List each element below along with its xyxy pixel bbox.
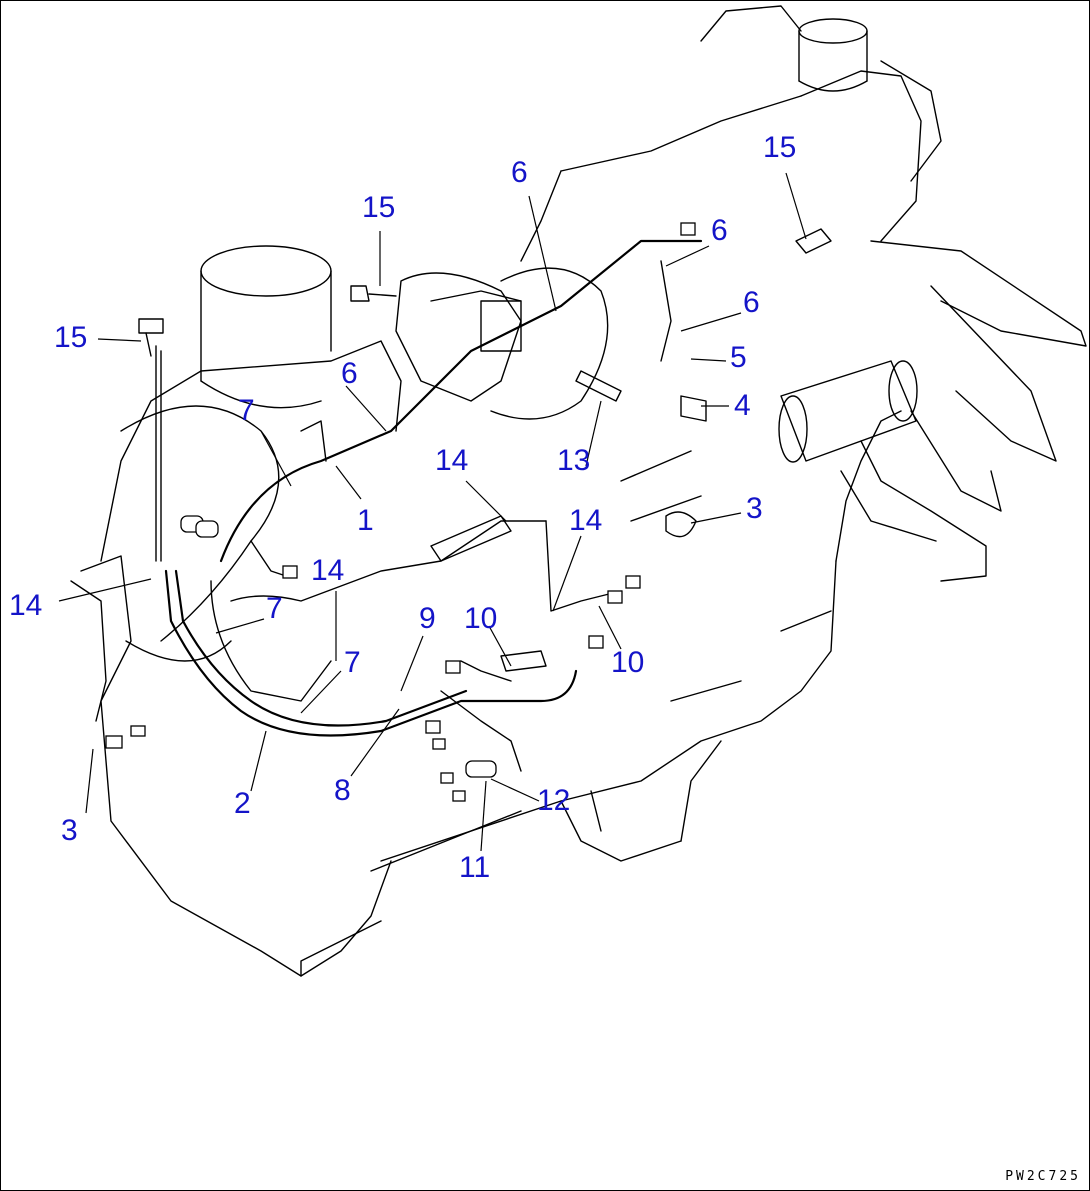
- harness-2: [155, 345, 578, 737]
- callout-5: 5: [730, 341, 747, 374]
- turbo-housing: [395, 267, 609, 420]
- callout-10: 10: [611, 646, 645, 679]
- callout-6: 6: [711, 214, 728, 247]
- callout-7: 7: [238, 394, 255, 427]
- bolt-15-left: [138, 318, 164, 357]
- callout-6: 6: [341, 357, 358, 390]
- oil-filter: [778, 360, 918, 463]
- callout-2: 2: [234, 787, 251, 820]
- callout-3: 3: [61, 814, 78, 847]
- callout-8: 8: [334, 774, 351, 807]
- bolt-15-right: [795, 228, 832, 254]
- callout-1: 1: [357, 504, 374, 537]
- callout-6: 6: [511, 156, 528, 189]
- callout-15: 15: [763, 131, 797, 164]
- fan-blades: [700, 5, 1087, 582]
- callout-4: 4: [734, 389, 751, 422]
- bolt-15-center: [350, 285, 397, 302]
- callout-12: 12: [537, 784, 571, 817]
- callout-14: 14: [9, 589, 43, 622]
- callout-14: 14: [435, 444, 469, 477]
- leader-lines: [58, 172, 807, 852]
- callout-6: 6: [743, 286, 760, 319]
- connectors: [105, 222, 696, 802]
- callout-15: 15: [54, 321, 88, 354]
- air-intake-cylinder: [120, 245, 332, 662]
- drawing-code: PW2C725: [1005, 1169, 1081, 1184]
- harness-1: [210, 239, 703, 772]
- callout-7: 7: [266, 592, 283, 625]
- callout-7: 7: [344, 646, 361, 679]
- callout-13: 13: [557, 444, 591, 477]
- exhaust-stack: [798, 18, 868, 92]
- clamps: [430, 300, 707, 672]
- callout-14: 14: [569, 504, 603, 537]
- callout-14: 14: [311, 554, 345, 587]
- callout-3: 3: [746, 492, 763, 525]
- engine-block: [70, 70, 922, 977]
- callout-11: 11: [459, 851, 491, 884]
- callout-9: 9: [419, 602, 436, 635]
- callout-15: 15: [362, 191, 396, 224]
- callout-10: 10: [464, 602, 498, 635]
